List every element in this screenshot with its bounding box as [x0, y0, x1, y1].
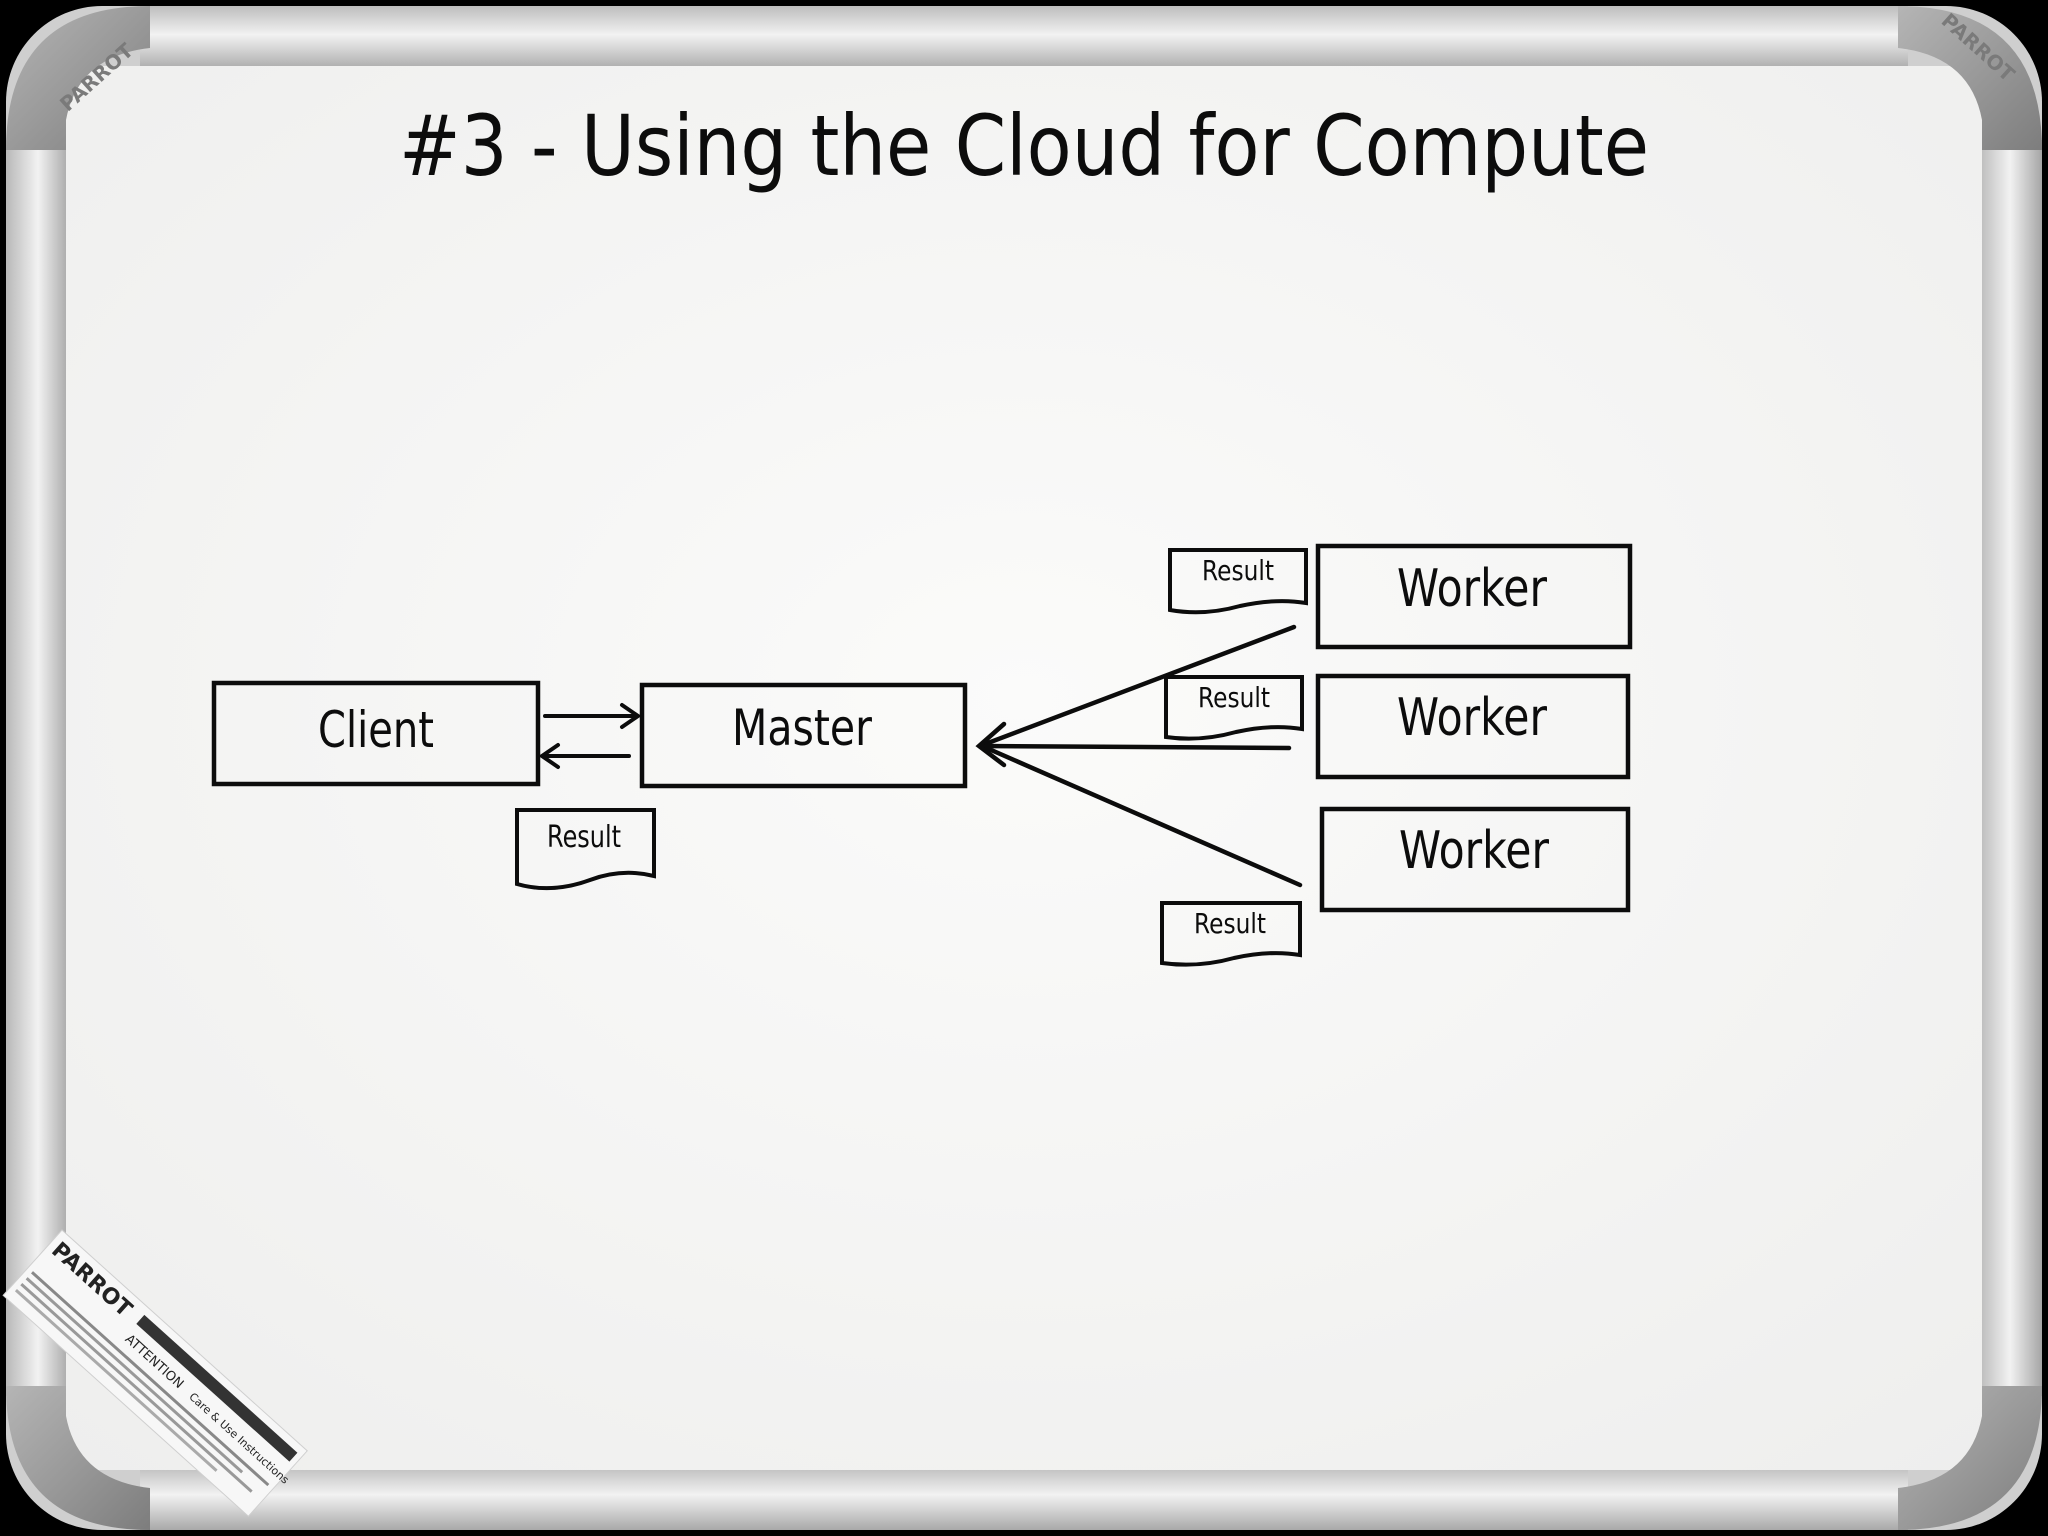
client-node: Client: [211, 680, 541, 787]
master-arrowhead: [975, 721, 1007, 768]
corner-cap-bottom-left: [6, 1386, 150, 1530]
worker-label: Worker: [1397, 688, 1548, 748]
client-result-document: Result: [515, 808, 656, 891]
worker-node: Worker: [1315, 543, 1633, 650]
worker-2-result-document: Result: [1164, 675, 1304, 741]
worker-node: Worker: [1319, 806, 1631, 913]
care-instructions-sticker: PARROT ATTENTION Care & Use Instructions: [2, 1229, 308, 1517]
worker-3-result-document: Result: [1160, 901, 1302, 967]
worker-3-arrow-line: [979, 743, 1303, 888]
worker-3-result-label: Result: [1194, 907, 1266, 940]
client-label: Client: [318, 701, 434, 759]
response-arrow: [538, 743, 631, 769]
board-surface: [66, 66, 1982, 1470]
client-result-label: Result: [547, 820, 621, 855]
slide-title: #3 - Using the Cloud for Compute: [399, 97, 1649, 195]
worker-1-result-document: Result: [1168, 548, 1308, 615]
worker-label: Worker: [1399, 821, 1550, 881]
request-arrow: [543, 703, 642, 729]
worker-2-result-label: Result: [1198, 681, 1270, 714]
corner-cap-bottom-right: [1898, 1386, 2042, 1530]
worker-1-result-label: Result: [1202, 554, 1274, 587]
worker-node: Worker: [1315, 673, 1631, 780]
worker-label: Worker: [1397, 559, 1548, 619]
master-node: Master: [639, 682, 968, 789]
worker-1-arrow-line: [977, 624, 1297, 749]
master-label: Master: [732, 699, 872, 757]
worker-2-arrow-line: [979, 743, 1292, 751]
worker-to-master-arrows: [975, 624, 1303, 888]
